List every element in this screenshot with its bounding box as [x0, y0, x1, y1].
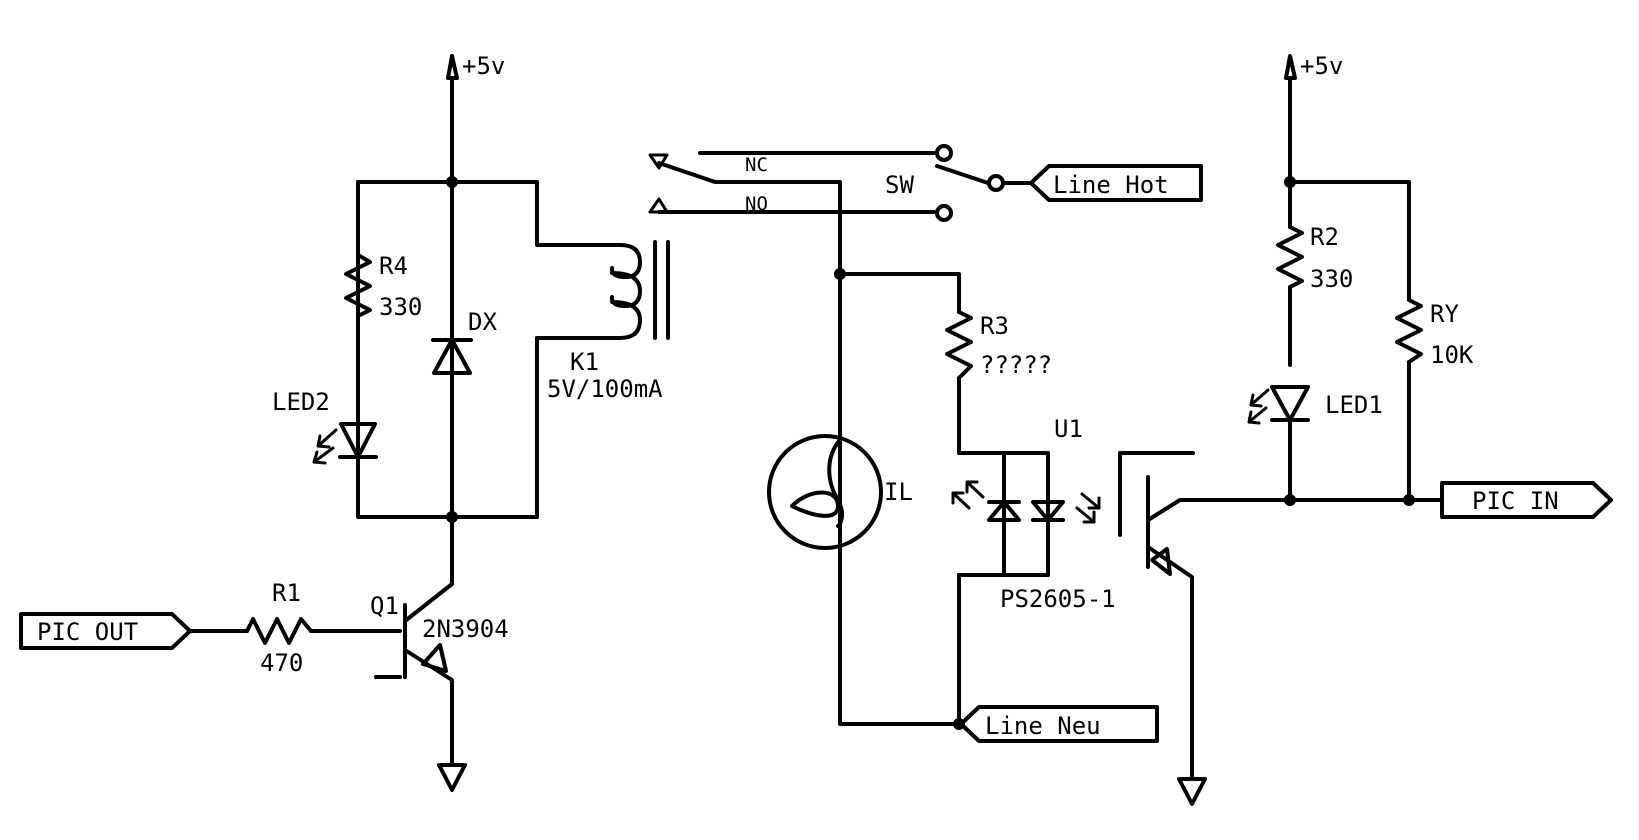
neutral-wiring — [838, 272, 1050, 726]
junction — [1403, 494, 1415, 506]
line-hot-label: Line Hot — [1053, 171, 1169, 199]
il-label: IL — [884, 478, 913, 506]
led-led1: LED1 — [1247, 385, 1383, 425]
vcc-symbol-right: +5v — [1284, 52, 1343, 80]
u1-name: U1 — [1054, 415, 1083, 443]
r3-name: R3 — [980, 312, 1009, 340]
r3-value: ????? — [980, 351, 1052, 379]
r4-name: R4 — [379, 252, 408, 280]
resistor-ry: RY 10K — [1395, 298, 1474, 369]
port-line-neu: Line Neu — [959, 705, 1159, 743]
q1-part: 2N3904 — [422, 615, 509, 643]
port-pic-in: PIC IN — [1440, 481, 1613, 519]
resistor-r1: R1 470 — [245, 579, 313, 677]
switch-sw: SW — [885, 144, 1033, 222]
vcc-label-right: +5v — [1300, 52, 1343, 80]
ry-value: 10K — [1430, 341, 1474, 369]
vcc-label-left: +5v — [462, 52, 505, 80]
ry-name: RY — [1430, 300, 1459, 328]
led-led2: LED2 — [272, 388, 378, 465]
k1-name: K1 — [570, 348, 599, 376]
sw-label: SW — [885, 171, 914, 199]
ground-symbol-left — [437, 763, 467, 792]
junction — [1284, 494, 1296, 506]
junction — [1284, 176, 1296, 188]
junction — [834, 268, 846, 280]
resistor-r2: R2 330 — [1276, 223, 1353, 293]
r1-name: R1 — [272, 579, 301, 607]
relay-contacts: NC NO — [648, 151, 963, 726]
transistor-q1: Q1 2N3904 — [370, 582, 509, 767]
pic-out-label: PIC OUT — [37, 618, 138, 646]
pic-in-label: PIC IN — [1472, 487, 1559, 515]
ground-symbol-right — [1177, 777, 1207, 806]
relay-coil-k1: K1 5V/100mA — [535, 240, 670, 403]
junction — [446, 176, 458, 188]
diode-dx: DX — [431, 308, 497, 375]
optocoupler-u1: U1 PS2605-1 — [951, 415, 1292, 781]
port-line-hot: Line Hot — [1029, 164, 1203, 202]
lamp-il: IL — [767, 434, 913, 550]
junction — [446, 511, 458, 523]
line-neu-label: Line Neu — [985, 712, 1101, 740]
contact-no-label: NO — [745, 193, 768, 215]
vcc-symbol-left: +5v — [446, 52, 505, 80]
r2-name: R2 — [1310, 223, 1339, 251]
resistor-r4: R4 330 — [344, 252, 422, 321]
led2-label: LED2 — [272, 388, 330, 416]
q1-name: Q1 — [370, 592, 399, 620]
dx-label: DX — [468, 308, 497, 336]
resistor-r3: R3 ????? — [945, 310, 1052, 380]
right-wiring — [1288, 76, 1444, 502]
r1-value: 470 — [260, 649, 303, 677]
r2-value: 330 — [1310, 265, 1353, 293]
k1-rating: 5V/100mA — [547, 375, 663, 403]
led1-label: LED1 — [1325, 391, 1383, 419]
r4-value: 330 — [379, 293, 422, 321]
u1-part: PS2605-1 — [1000, 585, 1116, 613]
port-pic-out: PIC OUT — [19, 612, 192, 650]
contact-nc-label: NC — [745, 154, 768, 176]
